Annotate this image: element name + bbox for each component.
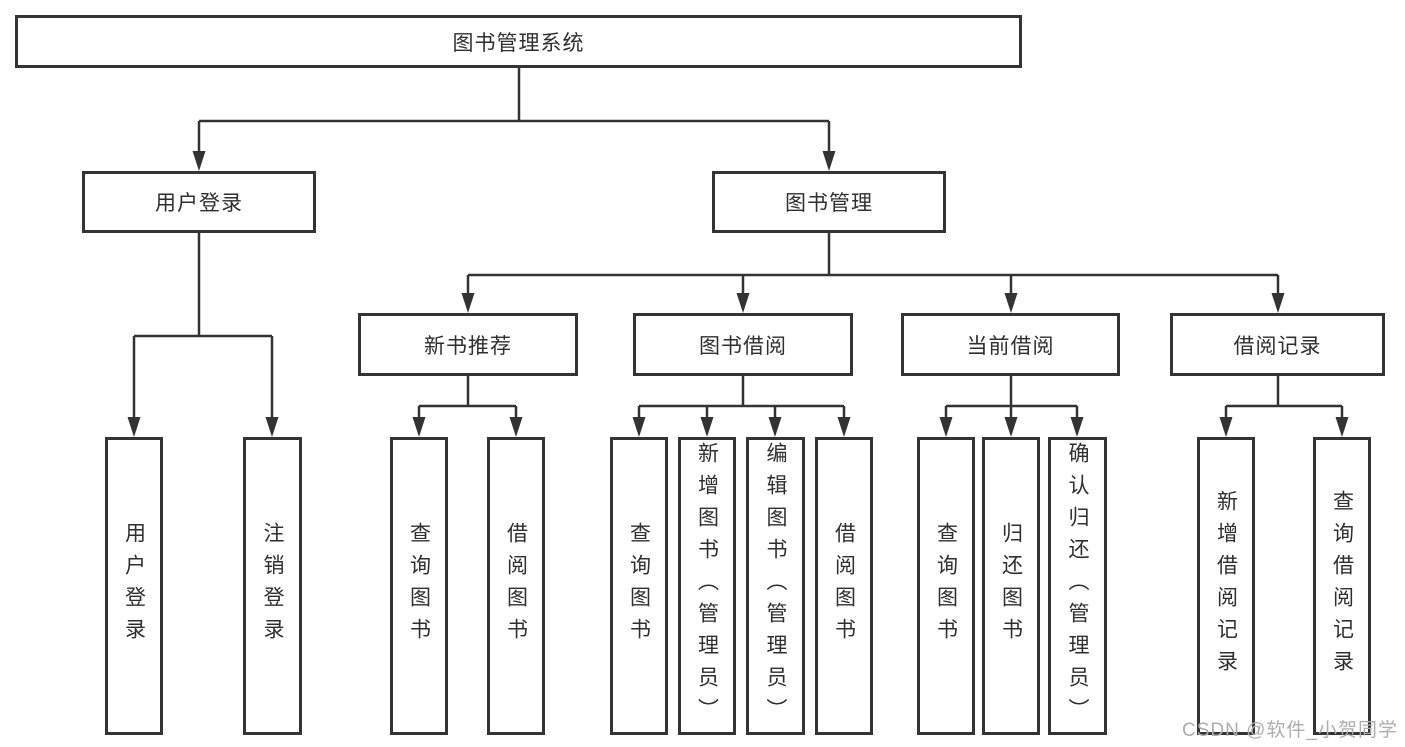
leaf-label: 查询图书	[627, 522, 651, 650]
node-new-book-recommend: 新书推荐	[358, 313, 578, 376]
node-borrow-records: 借阅记录	[1170, 313, 1385, 376]
leaf-label: 新增图书（管理员）	[695, 442, 719, 730]
node-book-management: 图书管理	[712, 171, 946, 233]
leaf-label: 查询借阅记录	[1330, 490, 1354, 682]
leaf-query-books-recommend: 查询图书	[390, 437, 448, 735]
leaf-label: 归还图书	[999, 522, 1023, 650]
leaf-label: 编辑图书（管理员）	[764, 442, 787, 730]
leaf-confirm-return-admin: 确认归还（管理员）	[1048, 437, 1107, 735]
leaf-label: 用户登录	[122, 522, 146, 650]
leaf-label: 注销登录	[261, 522, 284, 650]
leaf-label: 借阅图书	[832, 522, 856, 650]
leaf-query-books-borrow: 查询图书	[610, 437, 668, 735]
node-user-login: 用户登录	[82, 171, 316, 233]
leaf-label: 确认归还（管理员）	[1066, 442, 1089, 730]
leaf-borrow-books: 借阅图书	[815, 437, 873, 735]
node-book-borrow: 图书借阅	[633, 313, 853, 376]
leaf-add-borrow-record: 新增借阅记录	[1197, 437, 1255, 735]
leaf-query-books-current: 查询图书	[917, 437, 975, 735]
leaf-label: 新增借阅记录	[1214, 490, 1238, 682]
node-root-book-management-system: 图书管理系统	[15, 15, 1022, 68]
leaf-borrow-books-recommend: 借阅图书	[487, 437, 545, 735]
node-current-borrow: 当前借阅	[901, 313, 1120, 376]
leaf-return-books: 归还图书	[982, 437, 1040, 735]
leaf-user-login: 用户登录	[105, 437, 163, 735]
leaf-logout: 注销登录	[243, 437, 302, 735]
leaf-label: 借阅图书	[504, 522, 528, 650]
csdn-watermark: CSDN @软件_小贺同学	[1182, 720, 1398, 741]
leaf-label: 查询图书	[934, 522, 958, 650]
leaf-label: 查询图书	[407, 522, 431, 650]
leaf-query-borrow-record: 查询借阅记录	[1313, 437, 1371, 735]
leaf-add-books-admin: 新增图书（管理员）	[678, 437, 736, 735]
leaf-edit-books-admin: 编辑图书（管理员）	[746, 437, 805, 735]
